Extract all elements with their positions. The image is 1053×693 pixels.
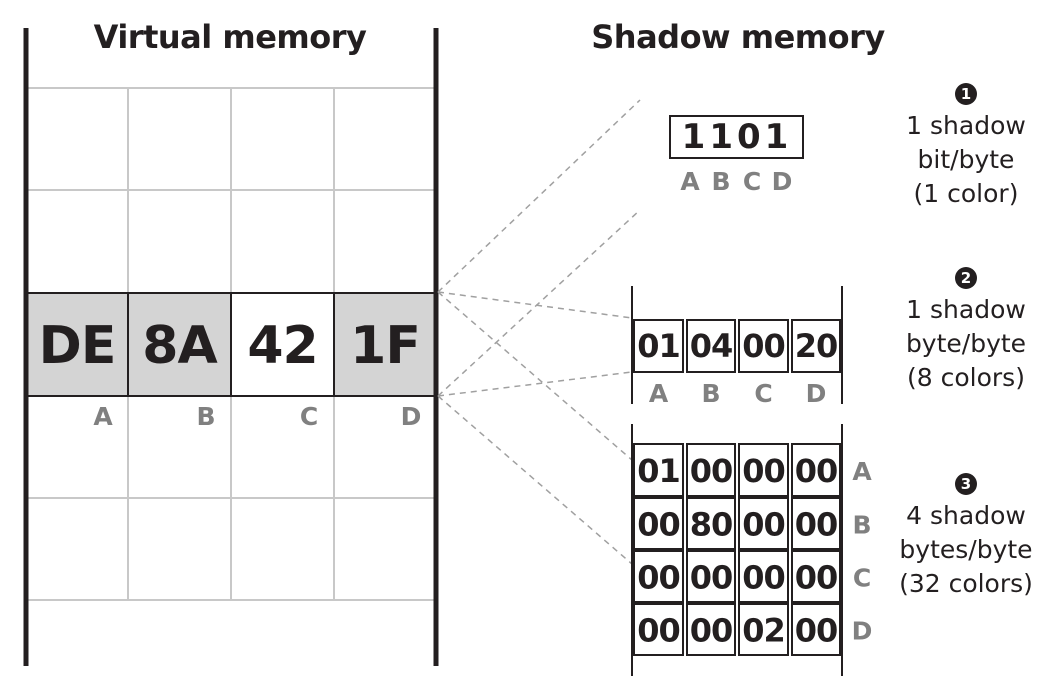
multi-byte-cell (686, 443, 736, 497)
shadow-byte-cell (633, 319, 684, 373)
multi-byte-value: 00 (742, 452, 785, 490)
multi-byte-value: 00 (795, 612, 838, 650)
shadow-byte-cell (738, 319, 789, 373)
vm-byte-value: DE (39, 316, 116, 376)
badge-3-icon: 3 (955, 473, 977, 495)
virtual-memory-byte-row: DE A 8A B 42C 1F D (25, 292, 437, 431)
shadow-byte-label: B (701, 379, 720, 408)
virtual-memory-title: Virtual memory (93, 18, 367, 56)
vm-byte-cell (333, 292, 437, 397)
shadow-memory-title: Shadow memory (591, 18, 885, 56)
note-line: bit/byte (917, 145, 1015, 174)
vm-byte-value: 42 (247, 316, 317, 376)
byte-scheme: 01A 04B 00C 20D (631, 286, 843, 408)
multi-byte-cell (738, 443, 789, 497)
shadow-byte-value: 00 (742, 327, 785, 365)
multi-byte-value: 00 (690, 612, 733, 650)
vm-byte-label: C (300, 402, 318, 431)
shadow-byte-label: C (754, 379, 772, 408)
note-line: bytes/byte (899, 535, 1033, 564)
multi-byte-scheme-note: 3 4 shadow bytes/byte (32 colors) (886, 464, 1046, 601)
multi-byte-value: 00 (690, 559, 733, 597)
note-line: (8 colors) (907, 363, 1025, 392)
multi-byte-cell (633, 550, 684, 603)
byte-scheme-note: 2 1 shadow byte/byte (8 colors) (886, 258, 1046, 395)
badge-2-icon: 2 (955, 267, 977, 289)
bit-label: C (743, 167, 761, 196)
vm-byte-label: B (196, 402, 215, 431)
multi-byte-value: 00 (795, 559, 838, 597)
multi-byte-value: 00 (637, 559, 680, 597)
note-line: (1 color) (913, 179, 1019, 208)
note-line: (32 colors) (899, 569, 1033, 598)
multi-byte-value: 00 (742, 559, 785, 597)
vm-byte-label: D (401, 402, 422, 431)
multi-byte-value: 00 (795, 506, 838, 544)
vm-byte-cell (127, 292, 232, 397)
bit-scheme-note: 1 1 shadow bit/byte (1 color) (886, 74, 1046, 211)
note-line: 1 shadow (906, 295, 1026, 324)
multi-byte-row-label: D (852, 617, 873, 646)
shadow-byte-value: 01 (637, 327, 680, 365)
multi-byte-value: 01 (637, 452, 680, 490)
shadow-byte-value: 04 (690, 327, 733, 365)
multi-byte-cell (633, 603, 684, 656)
bit-scheme-box (669, 115, 804, 159)
vm-byte-cell (230, 292, 335, 397)
multi-byte-value: 00 (795, 452, 838, 490)
multi-byte-value: 00 (742, 506, 785, 544)
multi-byte-cell (686, 550, 736, 603)
multi-byte-cell (738, 550, 789, 603)
multi-byte-cell (686, 603, 736, 656)
shadow-byte-cell (791, 319, 841, 373)
shadow-byte-cell (686, 319, 736, 373)
vm-byte-label: A (93, 402, 113, 431)
shadow-bits: 1101 (682, 117, 793, 157)
multi-byte-row-label: C (853, 564, 871, 593)
bit-label: A (680, 167, 700, 196)
note-line: 1 shadow (906, 111, 1026, 140)
vm-byte-value: 8A (142, 316, 217, 376)
multi-byte-cell (791, 550, 841, 603)
bit-label: B (711, 167, 730, 196)
dashed-connectors (437, 99, 641, 565)
multi-byte-row-label: B (852, 511, 871, 540)
multi-byte-value: 00 (637, 506, 680, 544)
multi-byte-cell (791, 497, 841, 550)
multi-byte-value: 02 (742, 612, 785, 650)
multi-byte-value: 80 (690, 506, 733, 544)
multi-byte-row-label: A (852, 457, 872, 486)
multi-byte-cell (633, 497, 684, 550)
badge-1-icon: 1 (955, 83, 977, 105)
multi-byte-value: 00 (637, 612, 680, 650)
bit-label: D (772, 167, 793, 196)
vm-byte-value: 1F (350, 316, 420, 376)
multi-byte-cell (738, 497, 789, 550)
shadow-byte-label: A (649, 379, 669, 408)
multi-byte-cell (686, 497, 736, 550)
multi-byte-value: 00 (690, 452, 733, 490)
shadow-byte-label: D (806, 379, 827, 408)
multi-byte-cell (633, 443, 684, 497)
note-line: 4 shadow (906, 501, 1026, 530)
shadow-byte-value: 20 (795, 327, 838, 365)
note-line: byte/byte (905, 329, 1027, 358)
multi-byte-cell (738, 603, 789, 656)
multi-byte-cell (791, 603, 841, 656)
multi-byte-cell (791, 443, 841, 497)
